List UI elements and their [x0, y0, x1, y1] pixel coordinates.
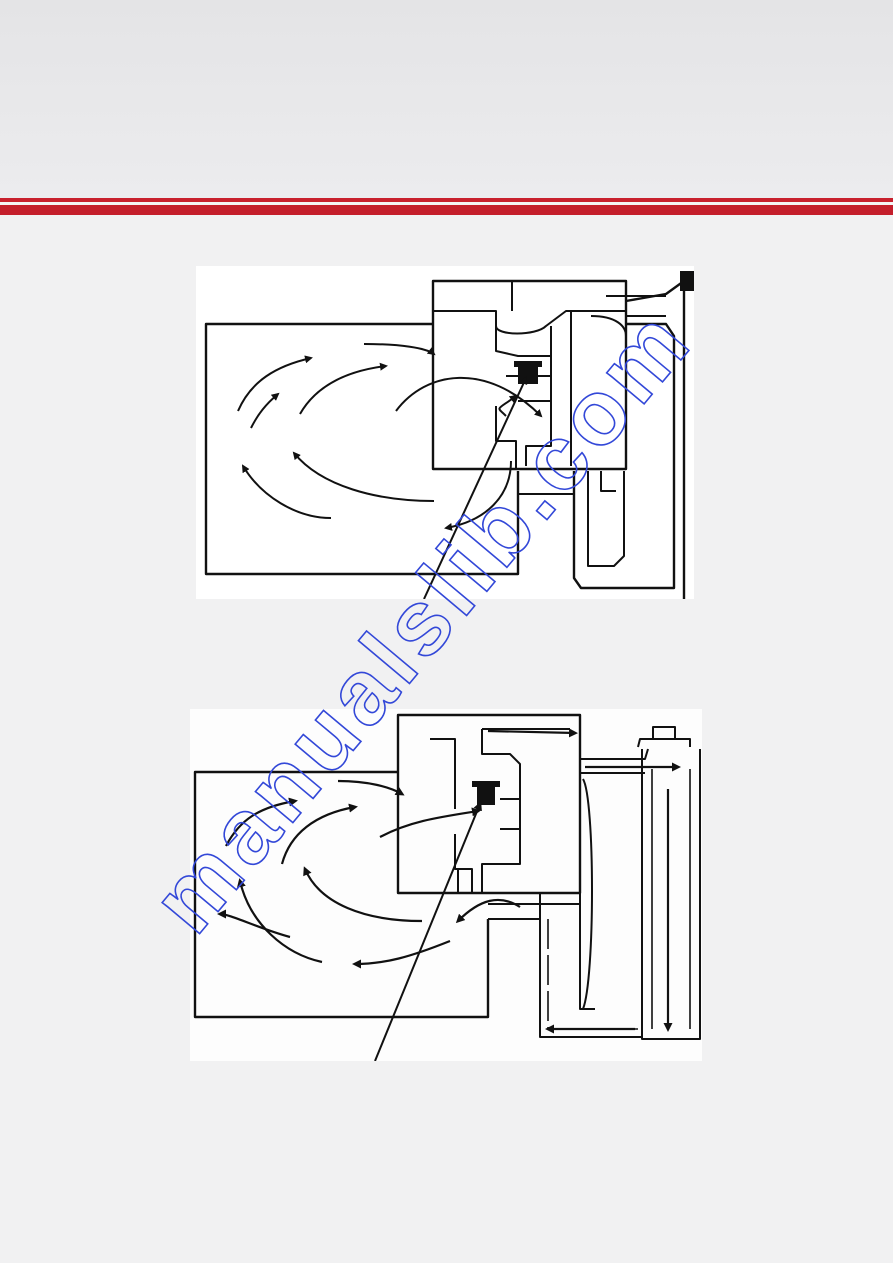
airflow-arrow	[238, 358, 311, 411]
airflow-arrow	[355, 941, 450, 964]
airflow-diagram-2	[190, 709, 702, 1061]
airflow-diagram-2-drawing	[190, 709, 702, 1061]
airflow-arrow	[338, 781, 402, 794]
airflow-arrow	[446, 461, 511, 528]
callout-line	[424, 378, 526, 599]
chamber-outline	[206, 324, 518, 574]
right-duct	[626, 281, 684, 599]
airflow-arrow	[282, 807, 355, 864]
page-header-band	[0, 0, 893, 198]
header-rule-thick	[0, 205, 893, 215]
airflow-arrow	[380, 811, 478, 837]
airflow-diagram-1	[196, 266, 694, 599]
right-duct	[580, 749, 648, 759]
airflow-arrow	[226, 801, 295, 846]
airflow-arrow	[488, 731, 575, 733]
airflow-arrow	[251, 394, 278, 428]
airflow-diagram-1-drawing	[196, 266, 694, 599]
airflow-arrow	[300, 366, 386, 414]
airflow-arrow	[294, 453, 434, 501]
callout-line	[375, 804, 480, 1061]
airflow-arrow	[240, 881, 322, 962]
airflow-arrow	[305, 869, 422, 921]
heater-block	[477, 785, 495, 805]
airflow-arrow	[364, 344, 434, 354]
